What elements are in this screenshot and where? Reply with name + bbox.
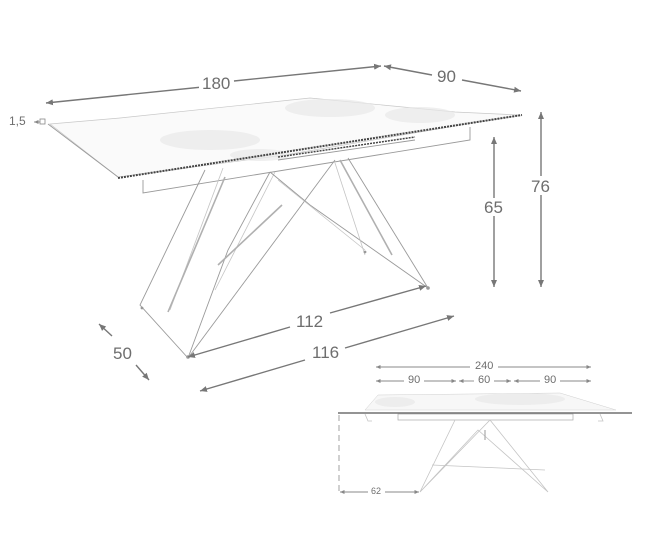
label-height-65: 65 [481, 199, 506, 216]
dimension-116 [199, 315, 455, 392]
label-extended-240: 240 [472, 361, 497, 372]
dimension-50 [98, 323, 150, 381]
label-base-112: 112 [293, 313, 327, 330]
label-segment-middle-60: 60 [475, 375, 494, 386]
label-thickness-1-5: 1,5 [9, 114, 26, 128]
label-width-90: 90 [434, 68, 459, 85]
label-height-76: 76 [528, 178, 553, 195]
label-segment-right-90: 90 [541, 375, 560, 386]
label-leg-offset-62: 62 [369, 486, 384, 496]
table-base-main [139, 157, 430, 359]
tabletop-main [47, 97, 523, 194]
dimension-112 [187, 285, 427, 358]
dimension-1-5 [34, 118, 46, 125]
label-depth-50: 50 [110, 345, 135, 362]
label-segment-left-90: 90 [405, 375, 424, 386]
extended-view [338, 365, 632, 494]
dimension-90 [383, 64, 522, 93]
label-base-116: 116 [309, 344, 343, 361]
label-length-180: 180 [199, 75, 234, 92]
